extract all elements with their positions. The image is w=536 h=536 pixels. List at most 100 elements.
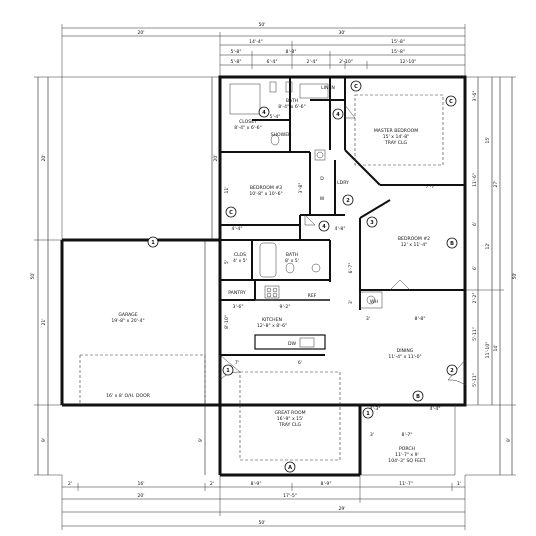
marker-b-dining: B (412, 390, 424, 402)
dim-right-i12: 5'-11" (472, 373, 478, 387)
svg-text:C: C (229, 210, 233, 216)
left-dimensions: 50' 20' 21' 9' 20' 9' (30, 76, 220, 476)
marker-4-bath2: 4 (318, 220, 330, 232)
interior-dimensions: 5'-4" 4'-4" 4'-8" 3'-6" 9'-2" 7' 6' 4'-3… (224, 114, 440, 438)
dim-bottom-mid: 17'-5" (283, 493, 297, 499)
svg-text:C: C (449, 99, 453, 105)
dim-bottom-overall: 50' (258, 520, 265, 526)
room-dining-size: 11'-4" x 11'-0" (388, 354, 421, 360)
marker-2-laundry: 2 (342, 194, 354, 206)
dim-top-r3e: 12'-10" (400, 59, 417, 65)
room-linen-name: LINEN (321, 85, 335, 91)
svg-text:B: B (416, 394, 420, 400)
dim-pantry-a: 3'-6" (233, 304, 244, 310)
dim-bottom-right: 29' (338, 506, 345, 512)
room-laundry-name: LDRY (337, 180, 349, 186)
dim-top-left: 20' (137, 30, 144, 36)
dim-lav-b: 5' (224, 260, 230, 264)
dim-b11: 11' (224, 186, 230, 193)
room-garage-size: 19'-8" x 20'-4" (111, 318, 144, 324)
dim-right-i8: 2'-2" (472, 293, 478, 304)
dim-bedroom2-a: 6'-7" (348, 263, 354, 274)
dim-porch-b: 3' (370, 432, 374, 438)
dim-hall-a: 3'-8" (298, 183, 304, 194)
room-dining-name: DINING (397, 348, 414, 354)
dim-top-right: 30' (338, 30, 345, 36)
room-bedroom2-size: 12' x 11'-4" (401, 242, 428, 248)
room-closet-name: CLOSET (239, 119, 257, 125)
dim-laundry-a: 7'-7" (426, 184, 437, 190)
dim-top-r2b: 8'-8" (286, 49, 297, 55)
marker-4-linen: 4 (332, 108, 344, 120)
dim-top-r3b: 6'-4" (267, 59, 278, 65)
room-shower-name: SHOWER (271, 132, 292, 138)
dim-right-i7: 6' (472, 266, 478, 270)
garage-door-label: 16' x 8' O/H. DOOR (106, 393, 151, 399)
dim-right-upper: 27' (493, 180, 499, 187)
svg-text:4: 4 (322, 224, 326, 230)
right-dimensions: 50' 27' 14' 9' 3'-6" 11'-6" 15' 6' 12' 6… (465, 76, 518, 476)
room-labels: CLOSET 8'-4" x 6'-6" BATH 8'-4" x 6'-6" … (106, 85, 430, 464)
svg-text:1: 1 (366, 411, 370, 417)
room-bath2-name: BATH (286, 252, 298, 258)
room-bath1-size: 8'-4" x 6'-6" (278, 104, 305, 110)
dim-kitchen-a: 7' (235, 360, 239, 366)
dim-bath-width: 5'-4" (270, 114, 281, 120)
marker-1-dining: 1 (362, 407, 374, 419)
dim-kitchen-b: 6' (298, 360, 302, 366)
room-bath1-name: BATH (286, 98, 298, 104)
marker-4-bath: 4 (258, 106, 270, 118)
dim-bottom-e: 8'-9" (321, 481, 332, 487)
room-master-name: MASTER BEDROOM (374, 128, 418, 134)
top-dimensions: 50' 20' 30' 14'-4" 15'-8" 5'-8" 8'-8" 15… (61, 22, 466, 240)
dim-top-r3c: 2'-4" (307, 59, 318, 65)
dim-bottom-a: 2' (68, 481, 72, 487)
svg-text:4: 4 (262, 110, 266, 116)
interior-walls (220, 77, 465, 356)
room-great-name: GREAT ROOM (274, 410, 305, 416)
dim-top-r2c: 15'-8" (391, 49, 405, 55)
appliance-ref: REF (308, 293, 317, 299)
marker-c-bedroom3: C (225, 206, 237, 218)
appliance-washer: W (320, 196, 325, 202)
dim-bottom-d: 8'-9" (251, 481, 262, 487)
dim-dining-d: 8'-8" (415, 316, 426, 322)
dim-bottom-f: 11'-7" (399, 481, 413, 487)
room-bedroom3-size: 10'-8" x 10'-6" (249, 191, 282, 197)
dim-left-inner-9: 9' (198, 438, 204, 442)
dim-pantry-b: 9'-2" (280, 304, 291, 310)
dim-right-mid: 14' (493, 344, 499, 351)
dim-left-lower: 21' (41, 318, 47, 325)
dim-right-i11: 5'-11" (472, 327, 478, 341)
dim-right-i5: 6' (472, 222, 478, 226)
room-closet-size: 8'-4" x 6'-6" (234, 125, 261, 131)
svg-text:1: 1 (226, 368, 230, 374)
dim-porch-a: 8'-7" (402, 432, 413, 438)
room-pantry-name: PANTRY (228, 290, 246, 296)
room-bath2-size: 8' x 5' (285, 258, 299, 264)
room-kitchen-size: 12'-8" x 8'-6" (257, 323, 287, 329)
marker-c-master-left: C (350, 80, 362, 92)
room-great-size: 16'-9" x 15' (277, 416, 304, 422)
dim-top-r1a: 14'-4" (249, 39, 263, 45)
dim-kitchen-d: 8'-10" (224, 315, 230, 329)
room-bedroom2-name: BEDROOM #2 (398, 236, 430, 242)
dim-dining-a: 4'-3" (370, 406, 381, 412)
bottom-dimensions: 2' 16' 2' 8'-9" 8'-9" 11'-7" 1' 20' 17'-… (61, 475, 466, 530)
room-garage-name: GARAGE (118, 312, 137, 318)
svg-text:B: B (450, 241, 454, 247)
room-great-note: TRAY CLG (278, 422, 302, 428)
dim-left-outer: 50' (30, 272, 36, 279)
dim-top-r2a: 5'-8" (231, 49, 242, 55)
fixtures (229, 81, 383, 348)
marker-2-dining: 2 (446, 364, 458, 376)
dim-dining-c: 3' (366, 316, 370, 322)
room-kitchen-name: KITCHEN (262, 317, 282, 323)
dim-bottom-b: 16' (137, 481, 144, 487)
dim-top-r3a: 5'-8" (231, 59, 242, 65)
dim-bedroom2-b: 3' (348, 300, 354, 304)
dim-left-inner-20: 20' (213, 154, 219, 161)
dim-top-overall: 50' (258, 22, 265, 28)
dim-right-i2: 11'-6" (472, 173, 478, 187)
dim-b4: 4'-4" (232, 226, 243, 232)
